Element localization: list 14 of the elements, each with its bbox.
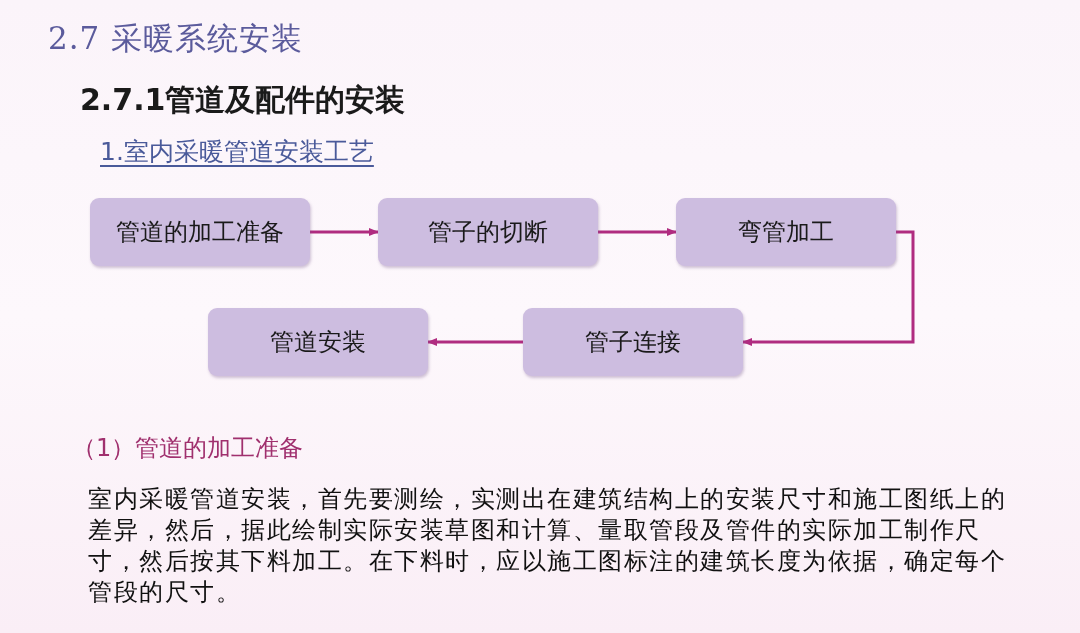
body-paragraph: 室内采暖管道安装，首先要测绘，实测出在建筑结构上的安装尺寸和施工图纸上的差异，然后，据此绘制实际安装草图和计算、量取管段及管件的实际加工制作尺寸，然后按其下料加工。在下料时，应以施工图标注的建筑长度为依据，确定每个管段的尺寸。 [88, 484, 1007, 608]
arrow [427, 338, 523, 346]
arrow [310, 228, 379, 236]
subsection-heading: 1.室内采暖管道安装工艺 [100, 136, 374, 168]
process-box: 管道的加工准备 [90, 198, 310, 266]
section-heading: 2.7.1管道及配件的安装 [80, 81, 406, 119]
arrow [598, 228, 677, 236]
arrow [742, 230, 915, 346]
slide-title: 2.7 采暖系统安装 [48, 19, 304, 58]
step-heading: （1）管道的加工准备 [72, 433, 304, 464]
process-box: 弯管加工 [676, 198, 896, 266]
process-box: 管道安装 [208, 308, 428, 376]
process-box: 管子的切断 [378, 198, 598, 266]
process-box: 管子连接 [523, 308, 743, 376]
